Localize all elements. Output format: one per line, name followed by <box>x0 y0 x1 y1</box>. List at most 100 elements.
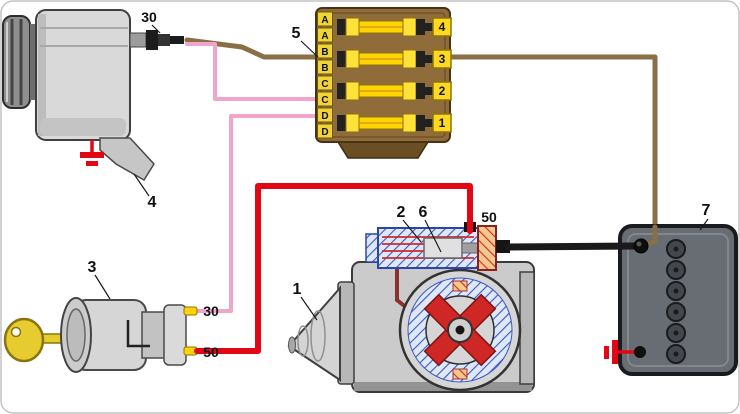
body-shade <box>38 14 46 136</box>
terminal-base <box>129 32 147 48</box>
alternator-terminal-30-label: 30 <box>141 9 157 25</box>
leader-line <box>300 40 319 58</box>
key-hole <box>10 326 22 338</box>
leader-line <box>133 173 150 197</box>
fuse-terminal <box>432 81 452 101</box>
fuse-cap <box>402 17 417 37</box>
alternator-terminal-30 <box>129 30 184 50</box>
windings-number-label: 6 <box>419 204 428 221</box>
fusebox-number-label: 5 <box>292 25 301 42</box>
cone-ring <box>310 310 326 362</box>
slot-cell <box>317 43 333 59</box>
fuse-cap <box>345 113 360 133</box>
leader-line <box>151 24 161 34</box>
fuse-terminal-number: 1 <box>439 116 446 130</box>
slot-cell <box>317 11 333 27</box>
wire-brown-tail <box>644 224 658 248</box>
fuse-box-inner-edge <box>320 12 446 138</box>
ignition-terminal-30-label: 30 <box>203 303 219 319</box>
labels: 30 4 5 3 30 50 1 2 6 50 7 <box>88 9 711 360</box>
ignition-switch <box>3 297 198 373</box>
bolt-highlight <box>636 241 642 247</box>
leader-line <box>699 218 709 231</box>
fuse-cap <box>402 81 417 101</box>
battery-number-label: 7 <box>702 202 711 219</box>
leader-line <box>94 274 111 300</box>
fuse-clip <box>337 51 346 67</box>
fuse-cap <box>402 113 417 133</box>
fuse-terminal-number: 4 <box>439 20 446 34</box>
wires-over <box>504 224 658 254</box>
motor-cutaway <box>398 268 522 392</box>
mounting-bracket <box>99 137 155 182</box>
solenoid <box>365 222 510 271</box>
alternator-number-label: 4 <box>148 194 157 211</box>
fuse-cap <box>345 17 360 37</box>
fuse-row: 3 <box>337 49 452 69</box>
slot-letter: A <box>321 15 328 26</box>
fuse-terminal-number: 2 <box>439 84 446 98</box>
starter-number-label: 1 <box>293 281 302 298</box>
alternator <box>2 9 184 182</box>
slot-letter: D <box>321 111 328 122</box>
ignition-terminal-50-label: 50 <box>203 344 219 360</box>
battery <box>604 224 738 376</box>
fuse-clip <box>416 83 425 99</box>
fuse-link <box>425 23 434 31</box>
fuse-link <box>425 119 434 127</box>
fuse-box-body <box>315 7 451 143</box>
starter-terminal-50-label: 50 <box>481 209 497 225</box>
brush-top <box>452 280 468 292</box>
plunger-rod <box>461 242 479 254</box>
fuse-cap <box>345 49 360 69</box>
fuse-box: A A B B C C D D 4 <box>315 7 452 159</box>
battery-positive-bolt <box>633 238 649 254</box>
cone-tip <box>288 336 296 354</box>
ignition-terminal-30-pin <box>183 306 198 316</box>
terminal-nut <box>158 34 170 46</box>
leader-line <box>424 219 442 253</box>
body-shade-bottom <box>40 118 126 136</box>
slot-letter: C <box>321 79 328 90</box>
slot-letter: D <box>321 127 328 138</box>
key-head <box>3 317 45 363</box>
fuse-clip <box>416 51 425 67</box>
fuse-link <box>425 55 434 63</box>
brush-bottom <box>452 368 468 380</box>
lock-cylinder <box>66 308 86 362</box>
contact-cap <box>477 225 497 271</box>
fuse-clip <box>337 83 346 99</box>
wire-red-ignition-to-starter <box>194 183 473 354</box>
fuse-clip <box>337 19 346 35</box>
leader-line <box>300 296 318 321</box>
switch-bracket <box>126 320 150 348</box>
wire-black-starter-to-battery <box>504 242 642 251</box>
fuse-terminal <box>432 17 452 37</box>
slot-cell <box>317 91 333 107</box>
solenoid-bracket <box>365 233 379 263</box>
fuse-terminal-number: 3 <box>439 52 446 66</box>
fuse-cap <box>402 49 417 69</box>
slot-cell <box>317 59 333 75</box>
leader-line <box>402 219 422 243</box>
slot-cell <box>317 75 333 91</box>
plunger <box>423 237 463 259</box>
shaft-center <box>455 325 465 335</box>
wire-pink-fusebox-to-alternator <box>185 42 318 101</box>
fuse-slot-letters: A A B B C C D D <box>317 11 333 139</box>
contact-block <box>163 304 187 366</box>
slot-letter: C <box>321 95 328 106</box>
terminal-stud <box>170 36 184 44</box>
battery-ground-icon <box>604 340 634 364</box>
battery-cell-caps <box>666 239 686 364</box>
fuse-row: 2 <box>337 81 452 101</box>
fuse-row: 4 <box>337 17 452 37</box>
slot-letter: B <box>321 47 328 58</box>
fuse-clip <box>416 19 425 35</box>
fan-ring <box>30 24 36 100</box>
wire-pink-fusebox-to-ignition <box>195 114 318 313</box>
terminal-insulator <box>146 30 158 50</box>
slot-cell <box>317 27 333 43</box>
